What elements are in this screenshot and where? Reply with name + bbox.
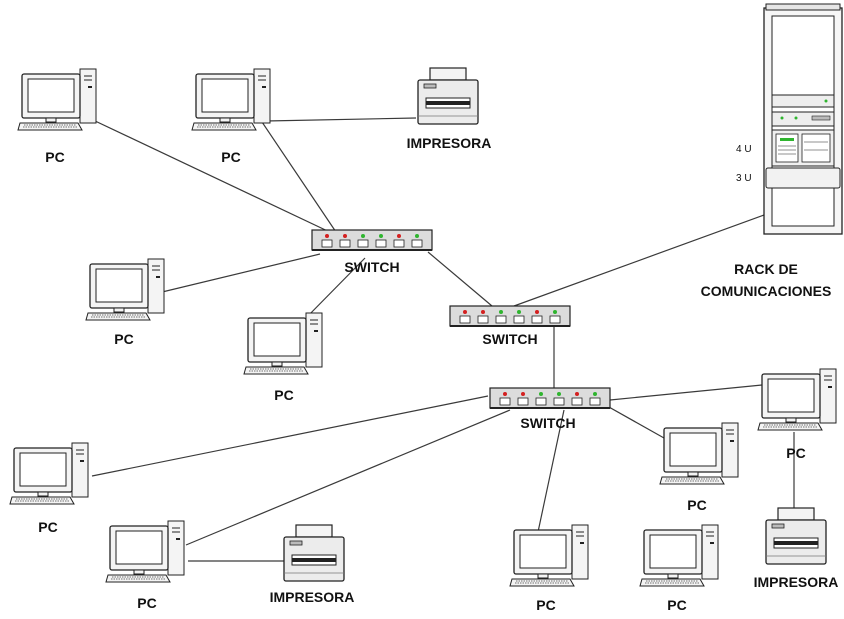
printer-2-label: IMPRESORA: [270, 589, 355, 605]
pc-6: PC: [105, 520, 185, 611]
switch-2-leds: [463, 310, 557, 314]
pc-10-label: PC: [786, 445, 805, 461]
rack-3u-label: 3 U: [736, 173, 752, 184]
switch-2: SWITCH: [449, 305, 571, 347]
desktop-computer-icon: [191, 68, 271, 131]
server-rack-icon: [763, 3, 843, 235]
pc-1-label: PC: [45, 149, 64, 165]
pc-7-label: PC: [536, 597, 555, 613]
pc-3: PC: [85, 258, 165, 347]
rack: 4 U 3 U RACK DE COMUNICACIONES: [701, 3, 843, 299]
desktop-computer-icon: [509, 524, 589, 587]
switch-3: SWITCH: [489, 387, 611, 431]
printer-icon: [417, 67, 479, 125]
pc-2-label: PC: [221, 149, 240, 165]
printer-3-label: IMPRESORA: [754, 574, 839, 590]
pc-3-label: PC: [114, 331, 133, 347]
switch-1: SWITCH: [311, 229, 433, 275]
pc-8-label: PC: [667, 597, 686, 613]
link-sw3-pc7: [537, 409, 565, 533]
pc-5: PC: [9, 442, 89, 535]
link-sw2-rack: [513, 214, 765, 307]
printer-1-label: IMPRESORA: [407, 135, 492, 151]
rack-4u-label: 4 U: [736, 144, 752, 155]
pc-2: PC: [191, 68, 271, 165]
pc-4-label: PC: [274, 387, 293, 403]
pc-6-label: PC: [137, 595, 156, 611]
network-switch-icon: [449, 305, 571, 327]
pc-8: PC: [639, 524, 719, 613]
connections: [91, 117, 795, 562]
printer-icon: [765, 507, 827, 565]
link-pc4-sw1: [301, 257, 366, 323]
pc-4: PC: [243, 312, 323, 403]
switch-3-label: SWITCH: [520, 415, 575, 431]
desktop-computer-icon: [85, 258, 165, 321]
link-pc1-sw1: [92, 119, 337, 236]
pc-1: PC: [17, 68, 97, 165]
printer-2: IMPRESORA: [270, 524, 355, 605]
rack-label-line1: RACK DE: [734, 261, 798, 277]
network-switch-icon: [489, 387, 611, 409]
desktop-computer-icon: [17, 68, 97, 131]
desktop-computer-icon: [243, 312, 323, 375]
printer-3: IMPRESORA: [754, 507, 839, 590]
switch-1-leds: [325, 234, 419, 238]
pc-7: PC: [509, 524, 589, 613]
desktop-computer-icon: [757, 368, 837, 431]
rack-label-line2: COMUNICACIONES: [701, 283, 832, 299]
printer-icon: [283, 524, 345, 582]
switch-1-label: SWITCH: [344, 259, 399, 275]
link-sw3-pc6: [185, 409, 511, 546]
desktop-computer-icon: [639, 524, 719, 587]
link-sw3-pc5: [91, 395, 489, 477]
link-sw3-pc9: [609, 384, 763, 401]
link-sw3-pc8: [599, 401, 665, 439]
pc-9-label: PC: [687, 497, 706, 513]
network-switch-icon: [311, 229, 433, 251]
printer-1: IMPRESORA: [407, 67, 492, 151]
link-pc2-printer1: [265, 117, 417, 122]
desktop-computer-icon: [105, 520, 185, 583]
pc-5-label: PC: [38, 519, 57, 535]
link-sw1-sw2: [427, 251, 493, 307]
switch-2-label: SWITCH: [482, 331, 537, 347]
desktop-computer-icon: [659, 422, 739, 485]
link-pc3-sw1: [157, 253, 321, 294]
switch-3-leds: [503, 392, 597, 396]
pc-9: PC: [659, 422, 739, 513]
pc-10: PC: [757, 368, 837, 461]
link-pc2-sw1: [261, 121, 339, 236]
desktop-computer-icon: [9, 442, 89, 505]
